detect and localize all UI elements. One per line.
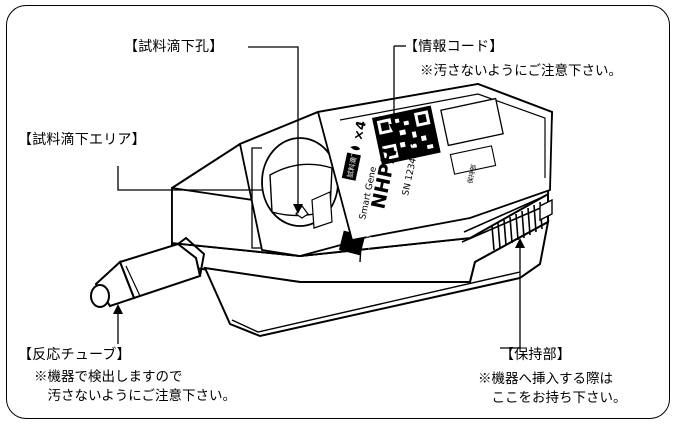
holder-note-line-2: ここをお持ち下さい。 (478, 390, 627, 406)
reaction-tube-note-line-1: ※機器で検出しますので (34, 369, 183, 385)
arrow-tube (113, 304, 123, 314)
side-tag-text: 保持部 (465, 163, 478, 184)
leader-lines (117, 45, 521, 349)
figure-frame (6, 5, 670, 419)
qr-code (372, 105, 441, 165)
holder-note-line-1: ※機器へ挿入する際は (478, 371, 613, 387)
holder-label: 【保持部】 (500, 347, 571, 363)
reaction-tube-note: ※機器で検出しますので 汚さないようにご注意下さい。 (34, 368, 236, 406)
sample-area-label: 【試料滴下エリア】 (18, 132, 146, 148)
reaction-tube-label: 【反応チューブ】 (18, 347, 131, 363)
reaction-tube (90, 236, 206, 308)
info-code-note: ※汚さないようにご注意下さい。 (420, 63, 622, 79)
arrow-holder (515, 238, 525, 248)
reaction-tube-note-line-2: 汚さないようにご注意下さい。 (34, 388, 236, 404)
sample-hole-label: 【試料滴下孔】 (124, 39, 224, 55)
base-shadow (203, 220, 550, 338)
holder-note: ※機器へ挿入する際は ここをお持ち下さい。 (478, 370, 627, 408)
arrow-hole (293, 204, 303, 214)
info-code-label: 【情報コード】 (404, 39, 504, 55)
dose-marker: ×4 (351, 119, 370, 142)
arrow-code (389, 124, 399, 134)
